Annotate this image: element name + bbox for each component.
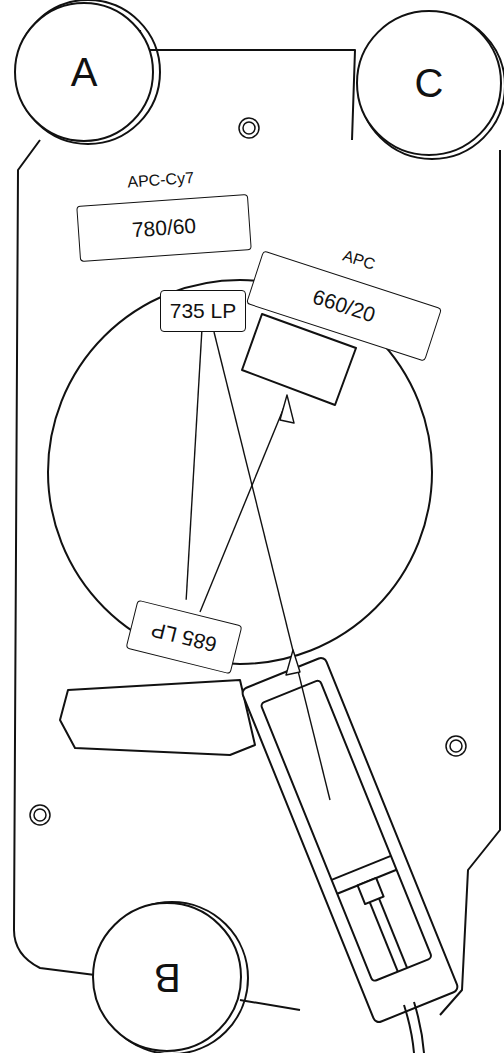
channel-label: APC xyxy=(268,223,450,298)
pmt-circle: A xyxy=(14,2,154,142)
bandpass-filter: APC-Cy7780/60 xyxy=(76,194,251,262)
arrowhead xyxy=(280,395,294,423)
fiber-holder xyxy=(241,656,459,1024)
longpass-filter: 735 LP xyxy=(160,290,246,332)
filter-label: 735 LP xyxy=(170,299,237,323)
screw xyxy=(446,736,466,756)
mounting-plate xyxy=(14,30,500,1015)
arrowhead xyxy=(286,650,300,675)
longpass-filter: 685 LP xyxy=(126,600,243,675)
channel-label: APC-Cy7 xyxy=(75,165,246,195)
light-path xyxy=(214,332,330,800)
position-letter: C xyxy=(415,61,444,106)
fiber-cable xyxy=(404,1002,424,1053)
light-path xyxy=(200,400,287,612)
pmt-circle: C xyxy=(356,10,502,156)
screw xyxy=(239,118,259,138)
filter-label: 685 LP xyxy=(149,617,219,656)
blank-block xyxy=(60,680,255,755)
position-letter: A xyxy=(71,50,98,95)
light-path xyxy=(186,332,202,600)
pmt-circle: B xyxy=(92,902,242,1052)
filter-label: 780/60 xyxy=(131,214,197,242)
filter-label: 660/20 xyxy=(310,285,379,328)
position-letter: B xyxy=(154,955,181,1000)
screw xyxy=(30,805,50,825)
